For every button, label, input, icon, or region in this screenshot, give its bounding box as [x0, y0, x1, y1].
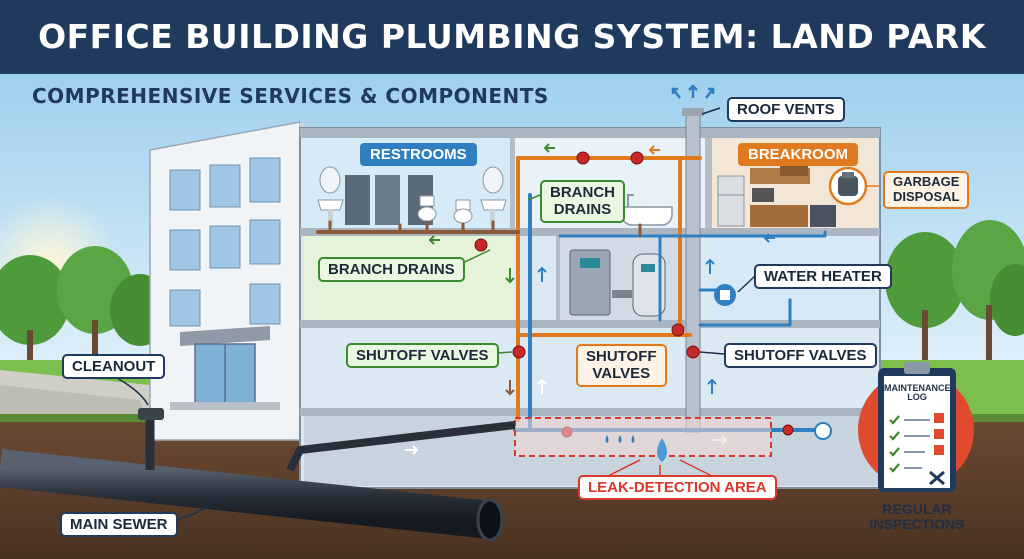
- branch-drains-lower-label: BRANCH DRAINS: [318, 257, 465, 283]
- cleanout-label: CLEANOUT: [62, 354, 166, 380]
- restrooms-tag: RESTROOMS: [360, 143, 477, 166]
- tower-building: [149, 121, 305, 441]
- sewer-pipe: [0, 408, 516, 542]
- breakroom-appliances: [717, 166, 836, 227]
- leak-detection-zone: [514, 417, 772, 457]
- regular-inspections-caption: REGULAR INSPECTIONS: [869, 501, 965, 532]
- water-heater-valve-icon: [714, 284, 736, 306]
- roof-vents-label: ROOF VENTS: [727, 97, 845, 123]
- maintenance-log-title: MAINTENANCE LOG: [884, 383, 951, 403]
- shutoff-valves-center-label: SHUTOFF VALVES: [576, 344, 667, 387]
- shutoff-valves-left-label: SHUTOFF VALVES: [346, 343, 499, 369]
- shutoff-valves-right-label: SHUTOFF VALVES: [724, 343, 877, 369]
- meter-icon: [814, 422, 832, 440]
- page-subtitle: COMPREHENSIVE SERVICES & COMPONENTS: [32, 84, 549, 108]
- restroom-fixtures: [317, 166, 507, 226]
- roof-vent-arrows: [671, 84, 715, 99]
- water-heater-equipment: [569, 249, 666, 317]
- garbage-disposal-label: GARBAGE DISPOSAL: [883, 171, 970, 209]
- garbage-disposal-icon: [828, 166, 868, 206]
- leak-detection-label: LEAK-DETECTION AREA: [578, 475, 777, 501]
- maintenance-clipboard: [858, 362, 974, 492]
- water-drops-icon: [605, 435, 667, 462]
- main-sewer-label: MAIN SEWER: [60, 512, 178, 538]
- branch-drains-upper-label: BRANCH DRAINS: [540, 180, 625, 223]
- cleanout-cap: [138, 408, 164, 420]
- breakroom-tag: BREAKROOM: [738, 143, 858, 166]
- page-title: OFFICE BUILDING PLUMBING SYSTEM: LAND PA…: [0, 0, 1024, 74]
- trees-right: [885, 220, 1024, 370]
- water-heater-label: WATER HEATER: [754, 264, 892, 290]
